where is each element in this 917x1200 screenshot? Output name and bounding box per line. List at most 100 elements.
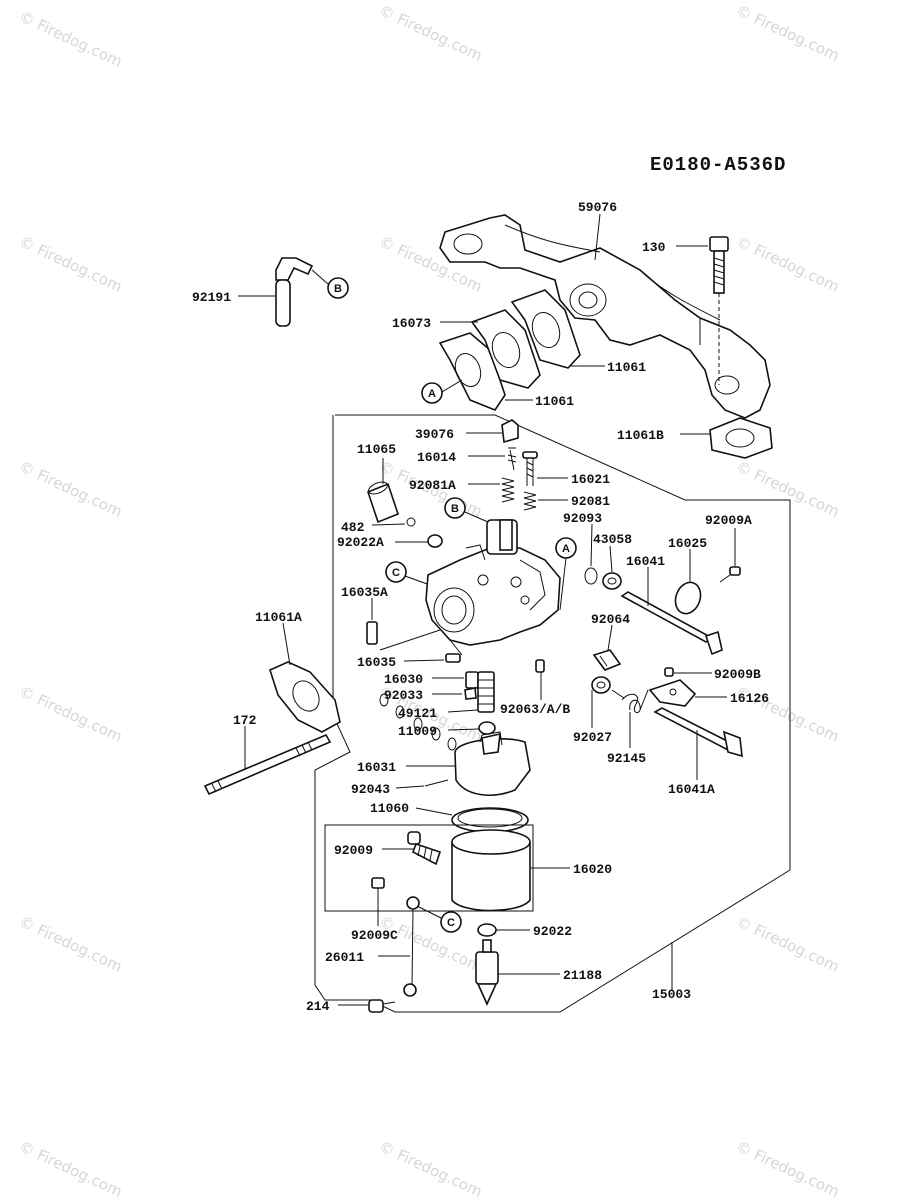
- label-21188: 21188: [563, 968, 602, 983]
- plate-16025: [674, 581, 702, 615]
- label-11060: 11060: [370, 801, 409, 816]
- float-bowl-box: [324, 824, 534, 912]
- watermark: © Firedog.com: [16, 7, 125, 70]
- carburetor-body: [379, 519, 561, 656]
- label-16025: 16025: [668, 536, 707, 551]
- label-92022: 92022: [533, 924, 572, 939]
- rod-26011: [403, 896, 420, 997]
- gasket-11061b: [709, 417, 773, 459]
- callout-b-carb-circle: [444, 497, 466, 519]
- watermark: © Firedog.com: [16, 232, 125, 295]
- gasket-11061-b: [510, 289, 581, 369]
- float-bowl-16020: [451, 829, 531, 912]
- label-16041a: 16041A: [668, 782, 715, 797]
- callout-c: C: [392, 567, 400, 579]
- label-16014: 16014: [417, 450, 456, 465]
- part-11009: [478, 721, 496, 735]
- watermark: © Firedog.com: [733, 1137, 842, 1200]
- spring-92081: [523, 491, 537, 511]
- callout-c-bottom-circle: [440, 911, 462, 933]
- watermark: © Firedog.com: [16, 1137, 125, 1200]
- manifold-59076: [439, 214, 771, 419]
- screw-92009b: [664, 667, 674, 677]
- stud-172: [203, 733, 332, 796]
- lever-16126: [648, 679, 697, 707]
- part-92064: [592, 649, 622, 671]
- callout-b-circle: [327, 277, 349, 299]
- hose-92191: [275, 257, 314, 327]
- label-92064: 92064: [591, 612, 630, 627]
- label-92009a: 92009A: [705, 513, 752, 528]
- washer-92022: [477, 923, 497, 937]
- screw-92009: [407, 831, 442, 866]
- label-11061-a: 11061: [607, 360, 646, 375]
- label-11065: 11065: [357, 442, 396, 457]
- label-92093: 92093: [563, 511, 602, 526]
- label-92145: 92145: [607, 751, 646, 766]
- label-482: 482: [341, 520, 365, 535]
- label-16035: 16035: [357, 655, 396, 670]
- watermark: © Firedog.com: [376, 1, 485, 64]
- callout-a-carb: A: [562, 543, 570, 555]
- label-59076: 59076: [578, 200, 617, 215]
- label-16073: 16073: [392, 316, 431, 331]
- jet-16035: [445, 653, 461, 663]
- spring-92145: [611, 689, 649, 713]
- shaft-16041: [620, 591, 723, 656]
- label-16041: 16041: [626, 554, 665, 569]
- label-15003: 15003: [652, 987, 691, 1002]
- label-172: 172: [233, 713, 257, 728]
- watermark: © Firedog.com: [733, 912, 842, 975]
- callout-a-circle: [421, 382, 443, 404]
- label-92009: 92009: [334, 843, 373, 858]
- watermark: © Firedog.com: [16, 912, 125, 975]
- watermark: © Firedog.com: [16, 457, 125, 520]
- label-11061b: 11061B: [617, 428, 664, 443]
- watermark: © Firedog.com: [733, 232, 842, 295]
- label-11061a: 11061A: [255, 610, 302, 625]
- callout-a: A: [428, 388, 436, 400]
- label-39076: 39076: [415, 427, 454, 442]
- label-92027: 92027: [573, 730, 612, 745]
- solenoid-21188: [475, 939, 499, 1006]
- label-16126: 16126: [730, 691, 769, 706]
- part-49121: [477, 671, 495, 713]
- callout-b: B: [334, 283, 342, 295]
- label-11009: 11009: [398, 724, 437, 739]
- jet-16035a: [366, 621, 378, 645]
- float-16031: [454, 731, 531, 796]
- label-92063: 92063/A/B: [500, 702, 570, 717]
- watermark: © Firedog.com: [376, 912, 485, 975]
- callout-c-bottom: C: [447, 917, 455, 929]
- label-92009b: 92009B: [714, 667, 761, 682]
- gasket-11061a: [269, 661, 341, 733]
- label-92081a: 92081A: [409, 478, 456, 493]
- part-92063: [535, 659, 545, 673]
- label-92043: 92043: [351, 782, 390, 797]
- label-92009c: 92009C: [351, 928, 398, 943]
- part-92033: [464, 687, 477, 700]
- part-16021: [522, 451, 538, 486]
- gasket-11061-a: [470, 309, 541, 389]
- label-16035a: 16035A: [341, 585, 388, 600]
- watermark: © Firedog.com: [733, 1, 842, 64]
- washer-92027: [591, 676, 611, 694]
- part-39076: [501, 419, 519, 444]
- watermark: © Firedog.com: [16, 682, 125, 745]
- label-49121: 49121: [398, 706, 437, 721]
- label-92022a: 92022A: [337, 535, 384, 550]
- shaft-16041a: [653, 707, 743, 758]
- label-43058: 43058: [593, 532, 632, 547]
- part-16030: [465, 671, 479, 689]
- label-16030: 16030: [384, 672, 423, 687]
- spring-92081a: [501, 477, 515, 503]
- label-92081: 92081: [571, 494, 610, 509]
- label-11061-b: 11061: [535, 394, 574, 409]
- label-26011: 26011: [325, 950, 364, 965]
- callout-c-circle: [385, 561, 407, 583]
- screw-214: [368, 999, 396, 1013]
- label-92191: 92191: [192, 290, 231, 305]
- gasket-11060: [451, 807, 529, 833]
- label-16021: 16021: [571, 472, 610, 487]
